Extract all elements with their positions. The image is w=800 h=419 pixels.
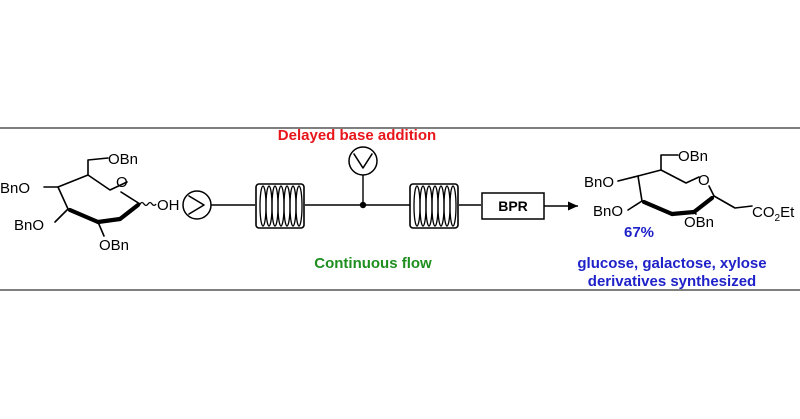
scope-line-1: glucose, galactose, xylose [577, 255, 766, 272]
prod-c3-bond [627, 200, 643, 211]
base-pump-icon [348, 146, 378, 176]
prod-bold-bond-c2-c3 [669, 209, 697, 217]
sm-c3-bond [54, 208, 69, 223]
yield-label: 67% [624, 224, 654, 241]
prod-ring-oxygen: O [698, 172, 710, 189]
bpr-label: BPR [498, 198, 528, 214]
sm-bold-bond-c1-c2 [117, 202, 141, 222]
reactor-coil-icon [255, 183, 305, 229]
sm-anomeric-wavy-bond [139, 201, 157, 207]
reactor-coil-icon [409, 183, 459, 229]
sm-ring-c1-c2-c3-bonds [57, 186, 141, 223]
prod-bold-bond-c3-c4 [641, 199, 675, 217]
prod-side-chain-bond [713, 195, 753, 209]
t-junction-mixer [359, 201, 367, 209]
prod-ring-upper-bonds [637, 169, 700, 184]
starting-material: OBn O BnO BnO OBn OH [0, 151, 180, 254]
sm-c6-label: OBn [108, 151, 138, 168]
sm-ring-o-c1-bond [120, 191, 141, 205]
bpr-box [481, 192, 545, 220]
sm-ring-upper-bonds [57, 174, 128, 191]
sm-c6-bond [87, 157, 109, 176]
product: OBn O BnO BnO OBn CO2Et [584, 148, 795, 231]
sm-bold-bond-c2-c3 [95, 216, 123, 225]
sm-c4-label: BnO [0, 180, 30, 197]
sm-anomeric-oh: OH [157, 197, 180, 214]
prod-ester-et: Et [780, 204, 795, 221]
sm-ring-oxygen: O [116, 174, 128, 191]
sm-c3-label: BnO [14, 217, 44, 234]
prod-ester-co: CO [752, 204, 775, 221]
pump-chevron [188, 195, 205, 215]
sm-c2-bond [97, 221, 105, 237]
prod-ring-o-c1-bond [708, 185, 715, 197]
prod-c6-bond [660, 154, 679, 171]
flow-setup: BPR [182, 146, 578, 229]
prod-c4-label: BnO [584, 174, 614, 191]
sm-bold-bond-c3-c4 [67, 207, 101, 225]
prod-c3-label: BnO [593, 203, 623, 220]
scope-line-2: derivatives synthesized [588, 273, 756, 290]
prod-c6-label: OBn [678, 148, 708, 165]
prod-c4-bond [617, 175, 639, 182]
base-addition-label: Delayed base addition [278, 127, 436, 144]
continuous-flow-label: Continuous flow [314, 255, 432, 272]
prod-c2-label: OBn [684, 214, 714, 231]
base-pump-chevron [353, 153, 373, 169]
prod-ester-subscript: 2 [775, 213, 781, 224]
prod-ester-group: CO2Et [752, 204, 795, 224]
prod-c2-bond [693, 211, 697, 215]
syringe-pump-icon [182, 190, 212, 220]
sm-c2-label: OBn [99, 237, 129, 254]
prod-bold-bond-c1-c2 [691, 195, 715, 215]
